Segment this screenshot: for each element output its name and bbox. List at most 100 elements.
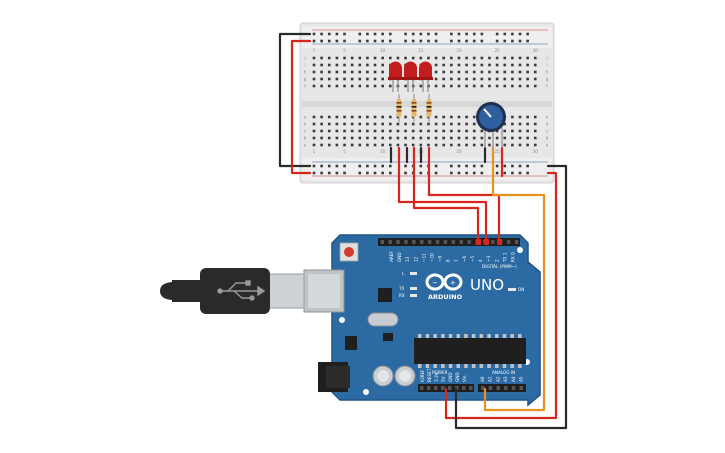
row-letter: j: [303, 56, 305, 61]
wire-power-rail-link: [290, 39, 312, 175]
top-power-rail: [302, 26, 552, 48]
resistors: [396, 94, 432, 122]
row-letter: d: [546, 122, 549, 127]
led-on: [508, 288, 516, 291]
row-letter: g: [304, 77, 307, 82]
usb-chip: [378, 288, 392, 302]
pin-label: 3.3V: [434, 372, 439, 382]
logo-minus: −: [432, 279, 438, 287]
usb-cable: [160, 268, 305, 314]
pin-label: ~9: [438, 255, 443, 262]
voltage-regulator: [345, 336, 357, 350]
row-letter: f: [304, 84, 306, 89]
led-tx-label: TX: [398, 286, 405, 291]
pin-label: Vin: [462, 375, 467, 382]
pin-label: TX 1: [502, 252, 507, 263]
row-letter: b: [546, 136, 549, 141]
wire-gnd-rail-link: [278, 32, 312, 168]
capacitor-top: [399, 370, 411, 382]
led-on-label: ON: [518, 287, 524, 292]
pin-label: ~6: [462, 255, 467, 262]
pin-label: GND: [455, 372, 460, 382]
column-number: 30: [533, 48, 539, 53]
pin-label: ~10: [430, 253, 435, 262]
mounting-hole: [339, 317, 345, 323]
wire-ends: [476, 239, 502, 245]
usb-symbol-icon: [217, 280, 266, 301]
pin-label: ~3: [486, 255, 491, 262]
crystal-oscillator: [367, 312, 399, 327]
row-letter: g: [546, 77, 549, 82]
row-letter: a: [304, 143, 307, 148]
capacitor-top: [377, 370, 389, 382]
resistor-2: [411, 94, 417, 122]
digital-header-label: DIGITAL (PWM~): [482, 264, 517, 269]
breadboard-holes: [312, 32, 537, 175]
dc-power-jack: [318, 362, 350, 392]
pot-indicator: [483, 108, 492, 118]
bottom-power-rail: [302, 158, 552, 180]
pin-label: 8: [446, 259, 451, 262]
pin-label: 4: [478, 259, 483, 262]
power-header-label: POWER: [432, 370, 448, 375]
column-number: 10: [380, 149, 386, 154]
column-number: 5: [343, 149, 346, 154]
row-letter: a: [546, 143, 549, 148]
pin-label: A5: [519, 376, 524, 382]
column-number: 5: [343, 48, 346, 53]
led-tx: [410, 287, 417, 290]
column-number: 1: [313, 48, 316, 53]
led-2: [403, 61, 418, 92]
digital-header: [378, 238, 520, 246]
wires: [278, 32, 568, 430]
resistor-1: [396, 94, 402, 122]
column-number: 20: [456, 48, 462, 53]
pin-label: A3: [503, 376, 508, 382]
row-letter: h: [304, 70, 307, 75]
column-number: 20: [456, 149, 462, 154]
pin-label: RESET: [427, 368, 432, 382]
wire-pot-wiper-a0: [483, 146, 546, 412]
model-label: UNO: [470, 276, 504, 294]
resistor-3: [426, 94, 432, 122]
column-number: 1: [313, 149, 316, 154]
pin-label: GND: [448, 372, 453, 382]
pin-label: 2: [494, 259, 499, 262]
pin-label: GND: [397, 252, 402, 262]
row-letter: i: [546, 63, 547, 68]
pin-label: 12: [413, 256, 418, 262]
wire-gnd-rail: [454, 164, 568, 430]
reset-button: [339, 242, 359, 262]
leds: [388, 61, 433, 92]
led-l-label: L: [402, 271, 405, 276]
row-letter: f: [546, 84, 548, 89]
column-number: 25: [495, 149, 501, 154]
pin-label: 7: [454, 259, 459, 262]
row-letter: h: [546, 70, 549, 75]
brand-label: ARDUINO: [428, 293, 463, 301]
column-number: 30: [533, 149, 539, 154]
row-letter: j: [545, 56, 547, 61]
pin-label: IOREF: [420, 369, 425, 382]
pin-label: ~11: [421, 253, 426, 262]
pin-label: 5V: [441, 376, 446, 382]
pin-label: 13: [405, 256, 410, 262]
pin-label: ~5: [470, 255, 475, 262]
pin-label: RX 0: [511, 252, 516, 262]
row-letter: i: [304, 63, 305, 68]
led-3: [418, 61, 433, 92]
mounting-hole: [517, 247, 523, 253]
small-chip: [383, 333, 393, 341]
row-letter: c: [546, 129, 548, 134]
column-number: 25: [495, 48, 501, 53]
usb-connector: [303, 269, 345, 313]
wire-led2-pin: [412, 146, 480, 244]
column-number: 15: [418, 48, 424, 53]
pin-label: A2: [495, 376, 500, 382]
logo-plus: +: [450, 279, 456, 287]
